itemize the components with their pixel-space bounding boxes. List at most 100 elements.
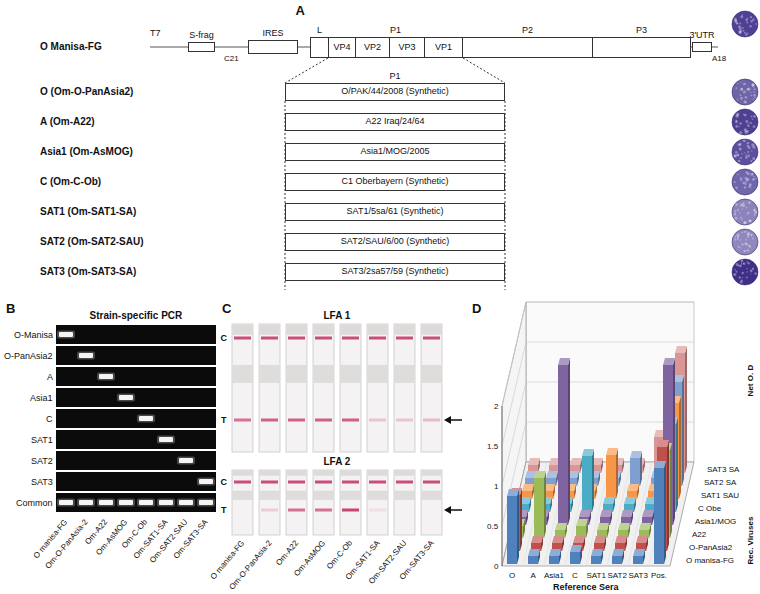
bar-front	[534, 478, 544, 538]
primer-row-label: Common	[16, 498, 53, 508]
plaque-spot	[753, 98, 754, 99]
bar-side	[568, 358, 570, 525]
plaque-spot	[738, 160, 741, 163]
bar-side	[670, 443, 672, 538]
plaque-spot	[744, 231, 746, 233]
plaque-spot	[749, 245, 751, 247]
bar-front	[549, 556, 559, 564]
plaque-spot	[738, 126, 739, 127]
plaque-spot	[743, 221, 746, 224]
strip-pad	[314, 471, 334, 476]
lfa-strip	[232, 324, 253, 452]
plaque-spot	[747, 124, 748, 125]
strip-label: Om-C-Ob	[324, 538, 353, 570]
strip-window	[341, 491, 361, 500]
plaque-spot	[751, 143, 754, 146]
gel-strip	[56, 472, 216, 491]
pcr-band	[119, 395, 133, 400]
genome-box: P2	[462, 37, 593, 58]
strip-pad	[422, 471, 442, 476]
box-label: C1 Oberbayern (Synthetic)	[341, 177, 448, 187]
control-line	[315, 337, 332, 340]
plaque-spot	[742, 208, 743, 209]
plaque-spot	[754, 88, 756, 90]
plaque-spot	[738, 25, 741, 28]
plaque-spot	[746, 154, 748, 156]
plaque-spot	[750, 16, 752, 18]
bar-top	[615, 536, 627, 543]
panel-title: Strain-specific PCR	[90, 310, 183, 322]
bar-top	[528, 549, 540, 556]
bar-front	[630, 458, 640, 486]
bar-top	[528, 458, 540, 465]
polya-label: A18	[712, 54, 726, 63]
series-label: A22	[692, 530, 706, 539]
plaque-spot	[745, 239, 747, 241]
plaque-well	[732, 139, 758, 165]
plaque-spot	[735, 121, 738, 124]
plaque-spot	[737, 99, 738, 100]
plaque-spot	[749, 25, 751, 27]
genome-box: SAT2/SAU/6/00 (Synthetic)	[285, 233, 505, 251]
series-label: SAT3 SA	[707, 465, 739, 474]
plaque-spot	[750, 273, 751, 274]
band-glow	[57, 499, 75, 507]
genome-box: C1 Oberbayern (Synthetic)	[285, 173, 505, 191]
genome-box: SAT1/5sa/61 (Synthetic)	[285, 203, 505, 221]
plaque-spot	[751, 188, 752, 189]
bar-top	[600, 510, 612, 517]
plaque-spot	[736, 271, 738, 273]
plaque-well	[732, 259, 758, 285]
plaque-spot	[743, 263, 745, 265]
gel-strip	[56, 493, 216, 512]
plaque-spot	[739, 122, 742, 125]
strip-window	[395, 491, 415, 500]
plaque-spot	[749, 220, 752, 223]
genome-box: SAT3/2sa57/59 (Synthetic)	[285, 263, 505, 281]
plaque-spot	[743, 202, 745, 204]
plaque-spot	[756, 212, 758, 214]
bar-top	[636, 536, 648, 543]
bar-top	[606, 448, 618, 455]
plaque-spot	[746, 22, 748, 24]
band-glow	[57, 331, 75, 339]
plaque-spot	[737, 238, 739, 240]
bar-top	[546, 471, 558, 478]
control-line	[396, 481, 413, 484]
genome-box: IRES	[248, 40, 298, 54]
lfa-strip	[340, 470, 361, 535]
test-line	[315, 419, 332, 422]
plaque-spot	[749, 183, 752, 186]
bar-top	[573, 536, 585, 543]
plaque-spot	[752, 119, 754, 121]
polyc-label: C21	[224, 54, 239, 63]
strip-pad	[233, 325, 253, 335]
strip-window	[395, 365, 415, 383]
plaque-spot	[740, 180, 742, 182]
plaque-spot	[753, 94, 756, 97]
strip-pad	[260, 325, 280, 335]
plaque-spot	[746, 261, 747, 262]
plaque-spot	[740, 177, 742, 179]
plaque-spot	[747, 151, 749, 153]
pcr-band	[139, 416, 153, 421]
axis-title: Net O. D	[746, 364, 755, 396]
primer-row-label: O-PanAsia2	[4, 351, 53, 361]
gel-strip	[56, 325, 216, 344]
plaque-spot	[748, 122, 749, 123]
bar-top	[621, 510, 633, 517]
plaque-spot	[755, 178, 756, 179]
bar-top	[642, 510, 654, 517]
bar-side	[676, 417, 678, 512]
test-line	[342, 419, 359, 422]
category-label: Pos.	[651, 571, 667, 580]
gel-strip	[56, 409, 216, 428]
plaque-spot	[748, 201, 751, 204]
bar-top	[633, 549, 645, 556]
plaque-spot	[733, 273, 736, 276]
plaque-spot	[748, 219, 751, 222]
panel-letter: A	[296, 4, 305, 19]
bar-side	[682, 375, 684, 486]
plaque-spot	[750, 270, 753, 273]
bar-top	[507, 489, 519, 496]
